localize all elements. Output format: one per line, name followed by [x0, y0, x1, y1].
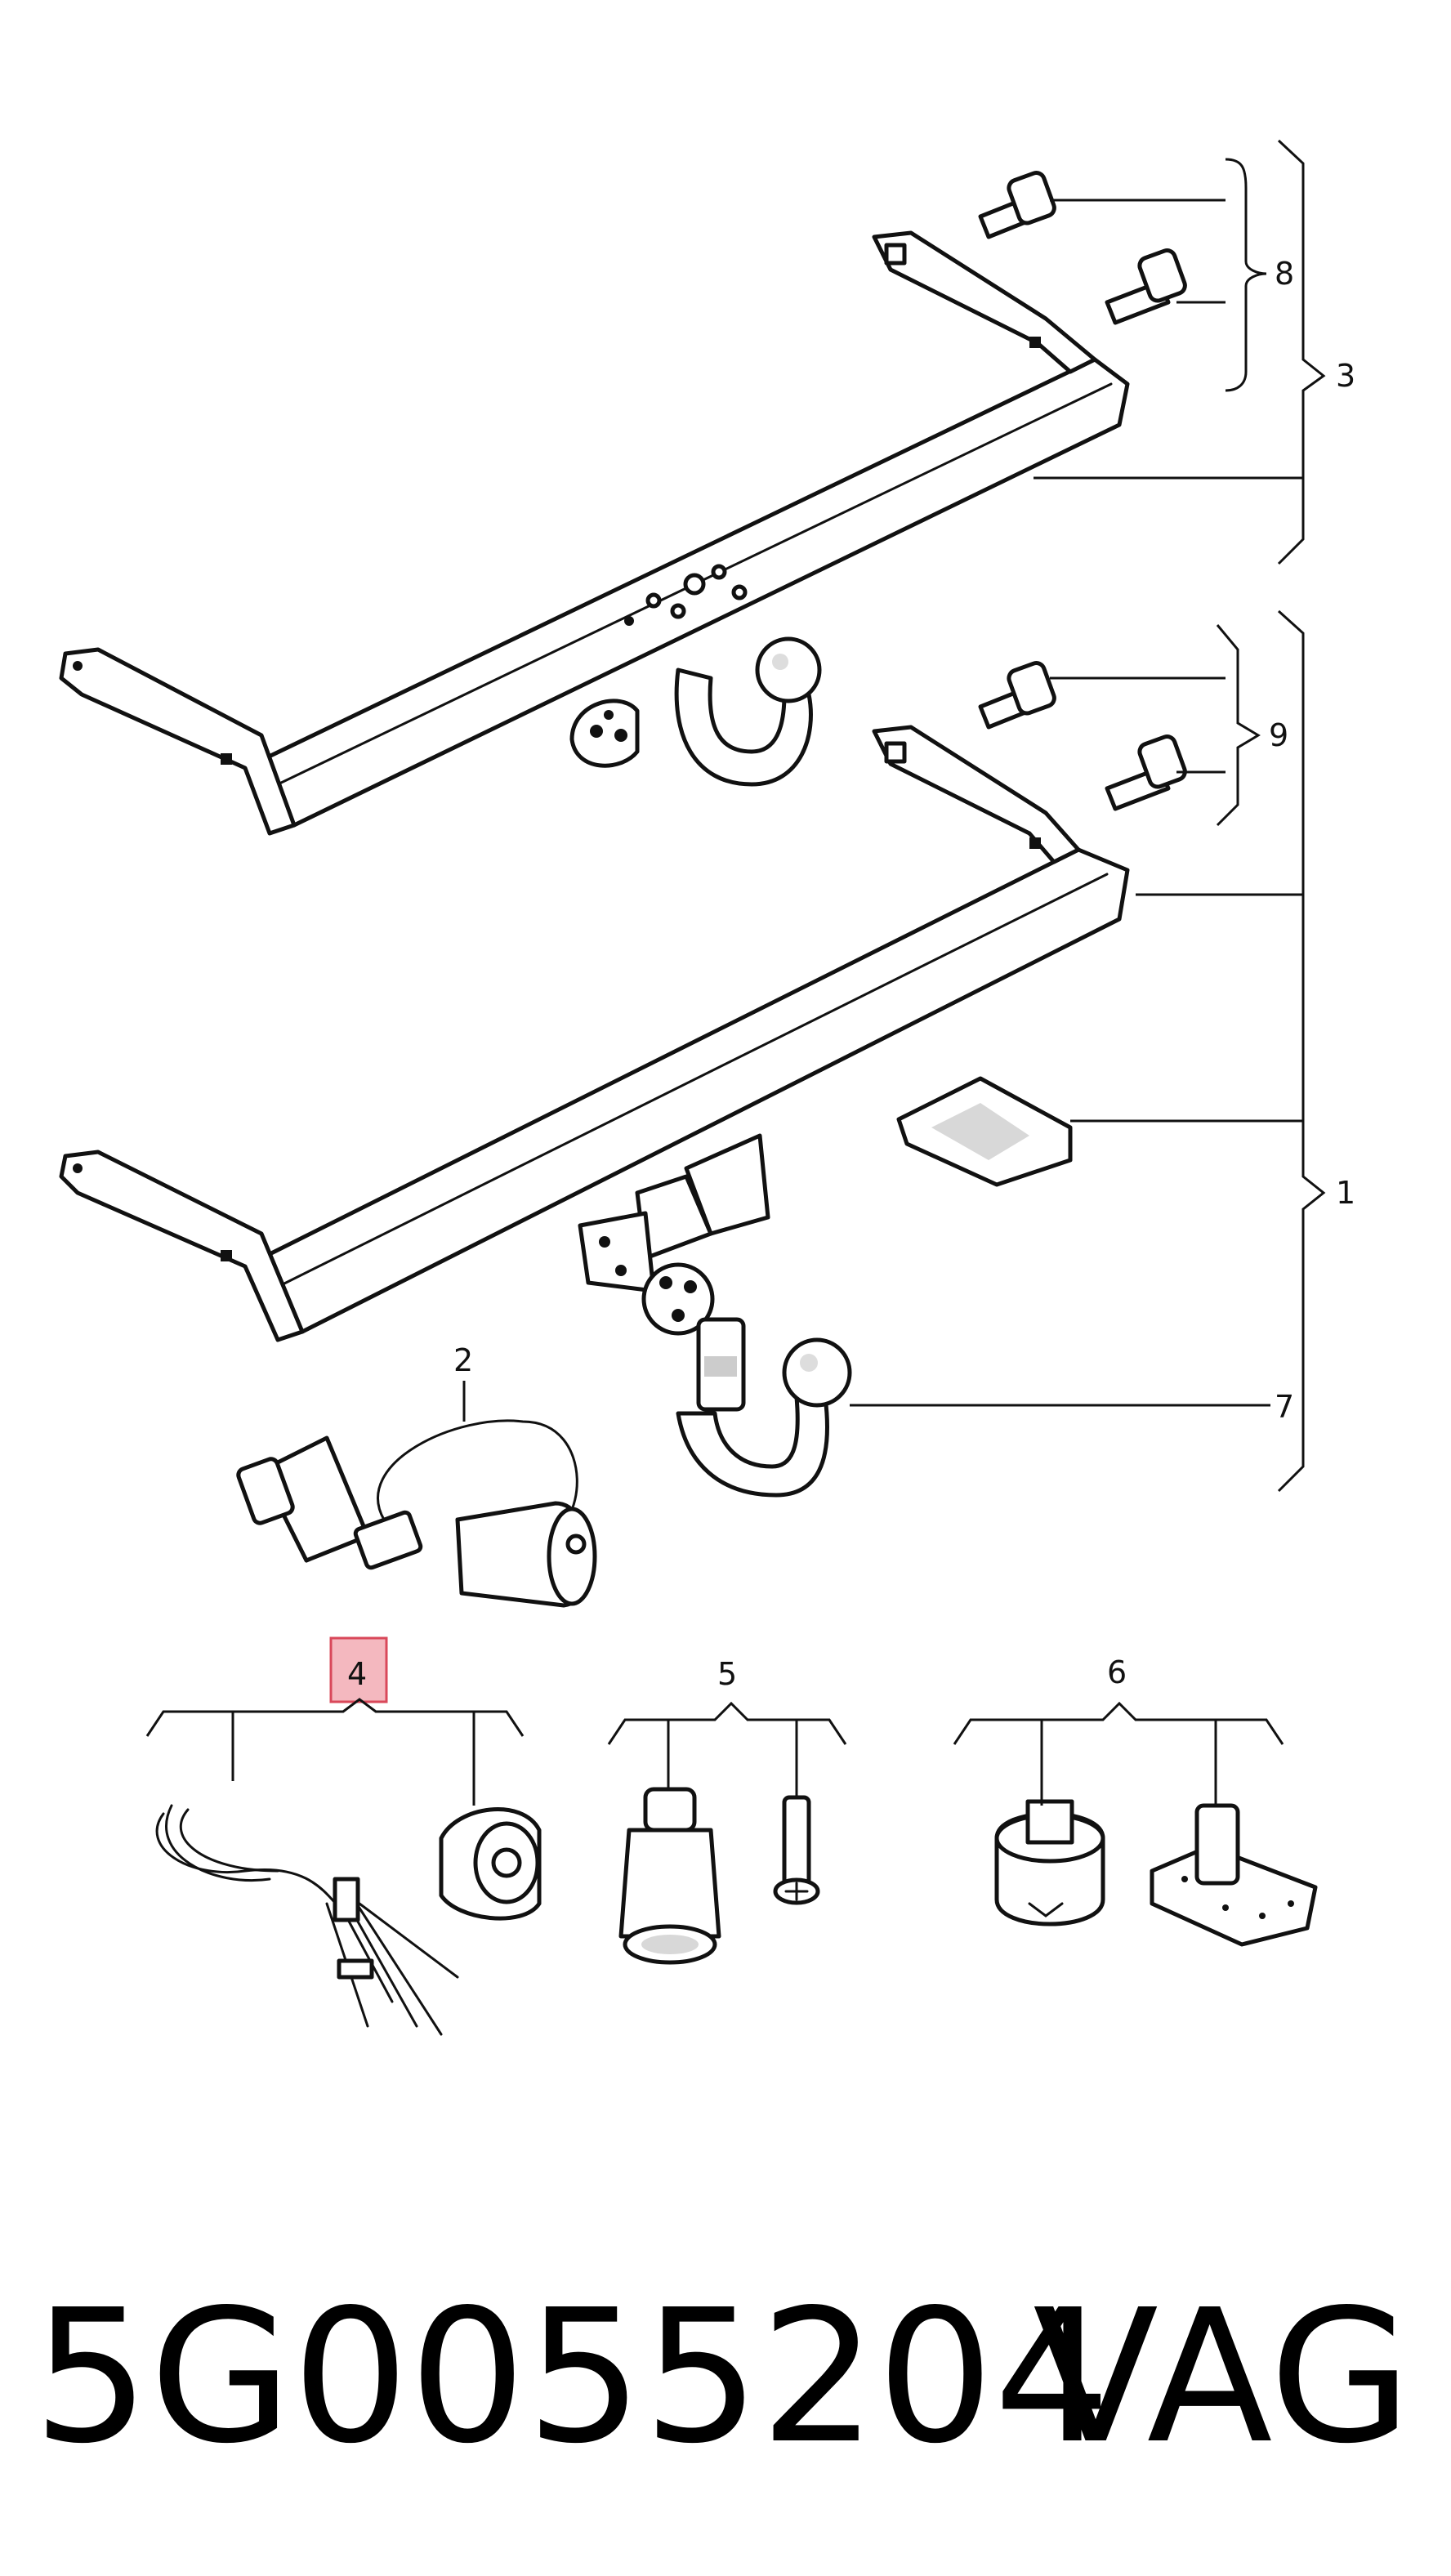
callout-4[interactable]: 4: [347, 1656, 367, 1692]
callout-1[interactable]: 1: [1336, 1175, 1355, 1211]
callout-8[interactable]: 8: [1275, 256, 1294, 292]
tow-hook-upper[interactable]: [569, 636, 822, 787]
towbar-crossbar-upper[interactable]: [59, 230, 1130, 836]
callout-2[interactable]: 2: [453, 1342, 473, 1378]
brand-label: VAG: [1033, 2270, 1412, 2484]
wiring-harness[interactable]: [155, 1804, 459, 2036]
bracket-1: [1070, 609, 1326, 1493]
bolt-lower-2[interactable]: [1105, 734, 1187, 811]
bolt-lower-1[interactable]: [978, 661, 1056, 730]
bracket-6: [953, 1701, 1284, 1806]
bracket-9: [1050, 624, 1261, 827]
towbar-parts-diagram: 8 3 9 1 7 2 4 5 6: [59, 139, 1355, 2036]
bracket-5: [607, 1701, 847, 1797]
callout-3[interactable]: 3: [1336, 358, 1355, 394]
sensor-bushing[interactable]: [994, 1799, 1105, 1926]
bolt-upper-1[interactable]: [978, 171, 1056, 239]
footer: 5G0055204 VAG: [0, 2271, 1451, 2484]
plug-screw[interactable]: [773, 1795, 820, 1905]
plug-13-pin[interactable]: [618, 1787, 721, 1965]
small-parts-bag[interactable]: [896, 1076, 1073, 1187]
bracket-3: [1034, 139, 1326, 565]
adapter-cable[interactable]: [236, 1419, 597, 1608]
part-number: 5G0055204: [33, 2270, 1111, 2484]
callout-6[interactable]: 6: [1107, 1654, 1127, 1690]
callout-5[interactable]: 5: [717, 1656, 737, 1692]
bracket-4: [145, 1698, 525, 1806]
bolt-upper-2[interactable]: [1105, 248, 1187, 325]
callout-4-highlight: [329, 1636, 388, 1703]
socket-housing[interactable]: [439, 1807, 542, 1921]
bracket-8: [1050, 158, 1267, 392]
towbar-crossbar-lower[interactable]: [59, 725, 1130, 1342]
callout-7[interactable]: 7: [1275, 1389, 1294, 1425]
hook-mount-lower[interactable]: [578, 1133, 770, 1336]
detachable-tow-hook[interactable]: [676, 1317, 852, 1498]
callout-9[interactable]: 9: [1269, 717, 1288, 753]
sensor-plate[interactable]: [1150, 1803, 1318, 1947]
